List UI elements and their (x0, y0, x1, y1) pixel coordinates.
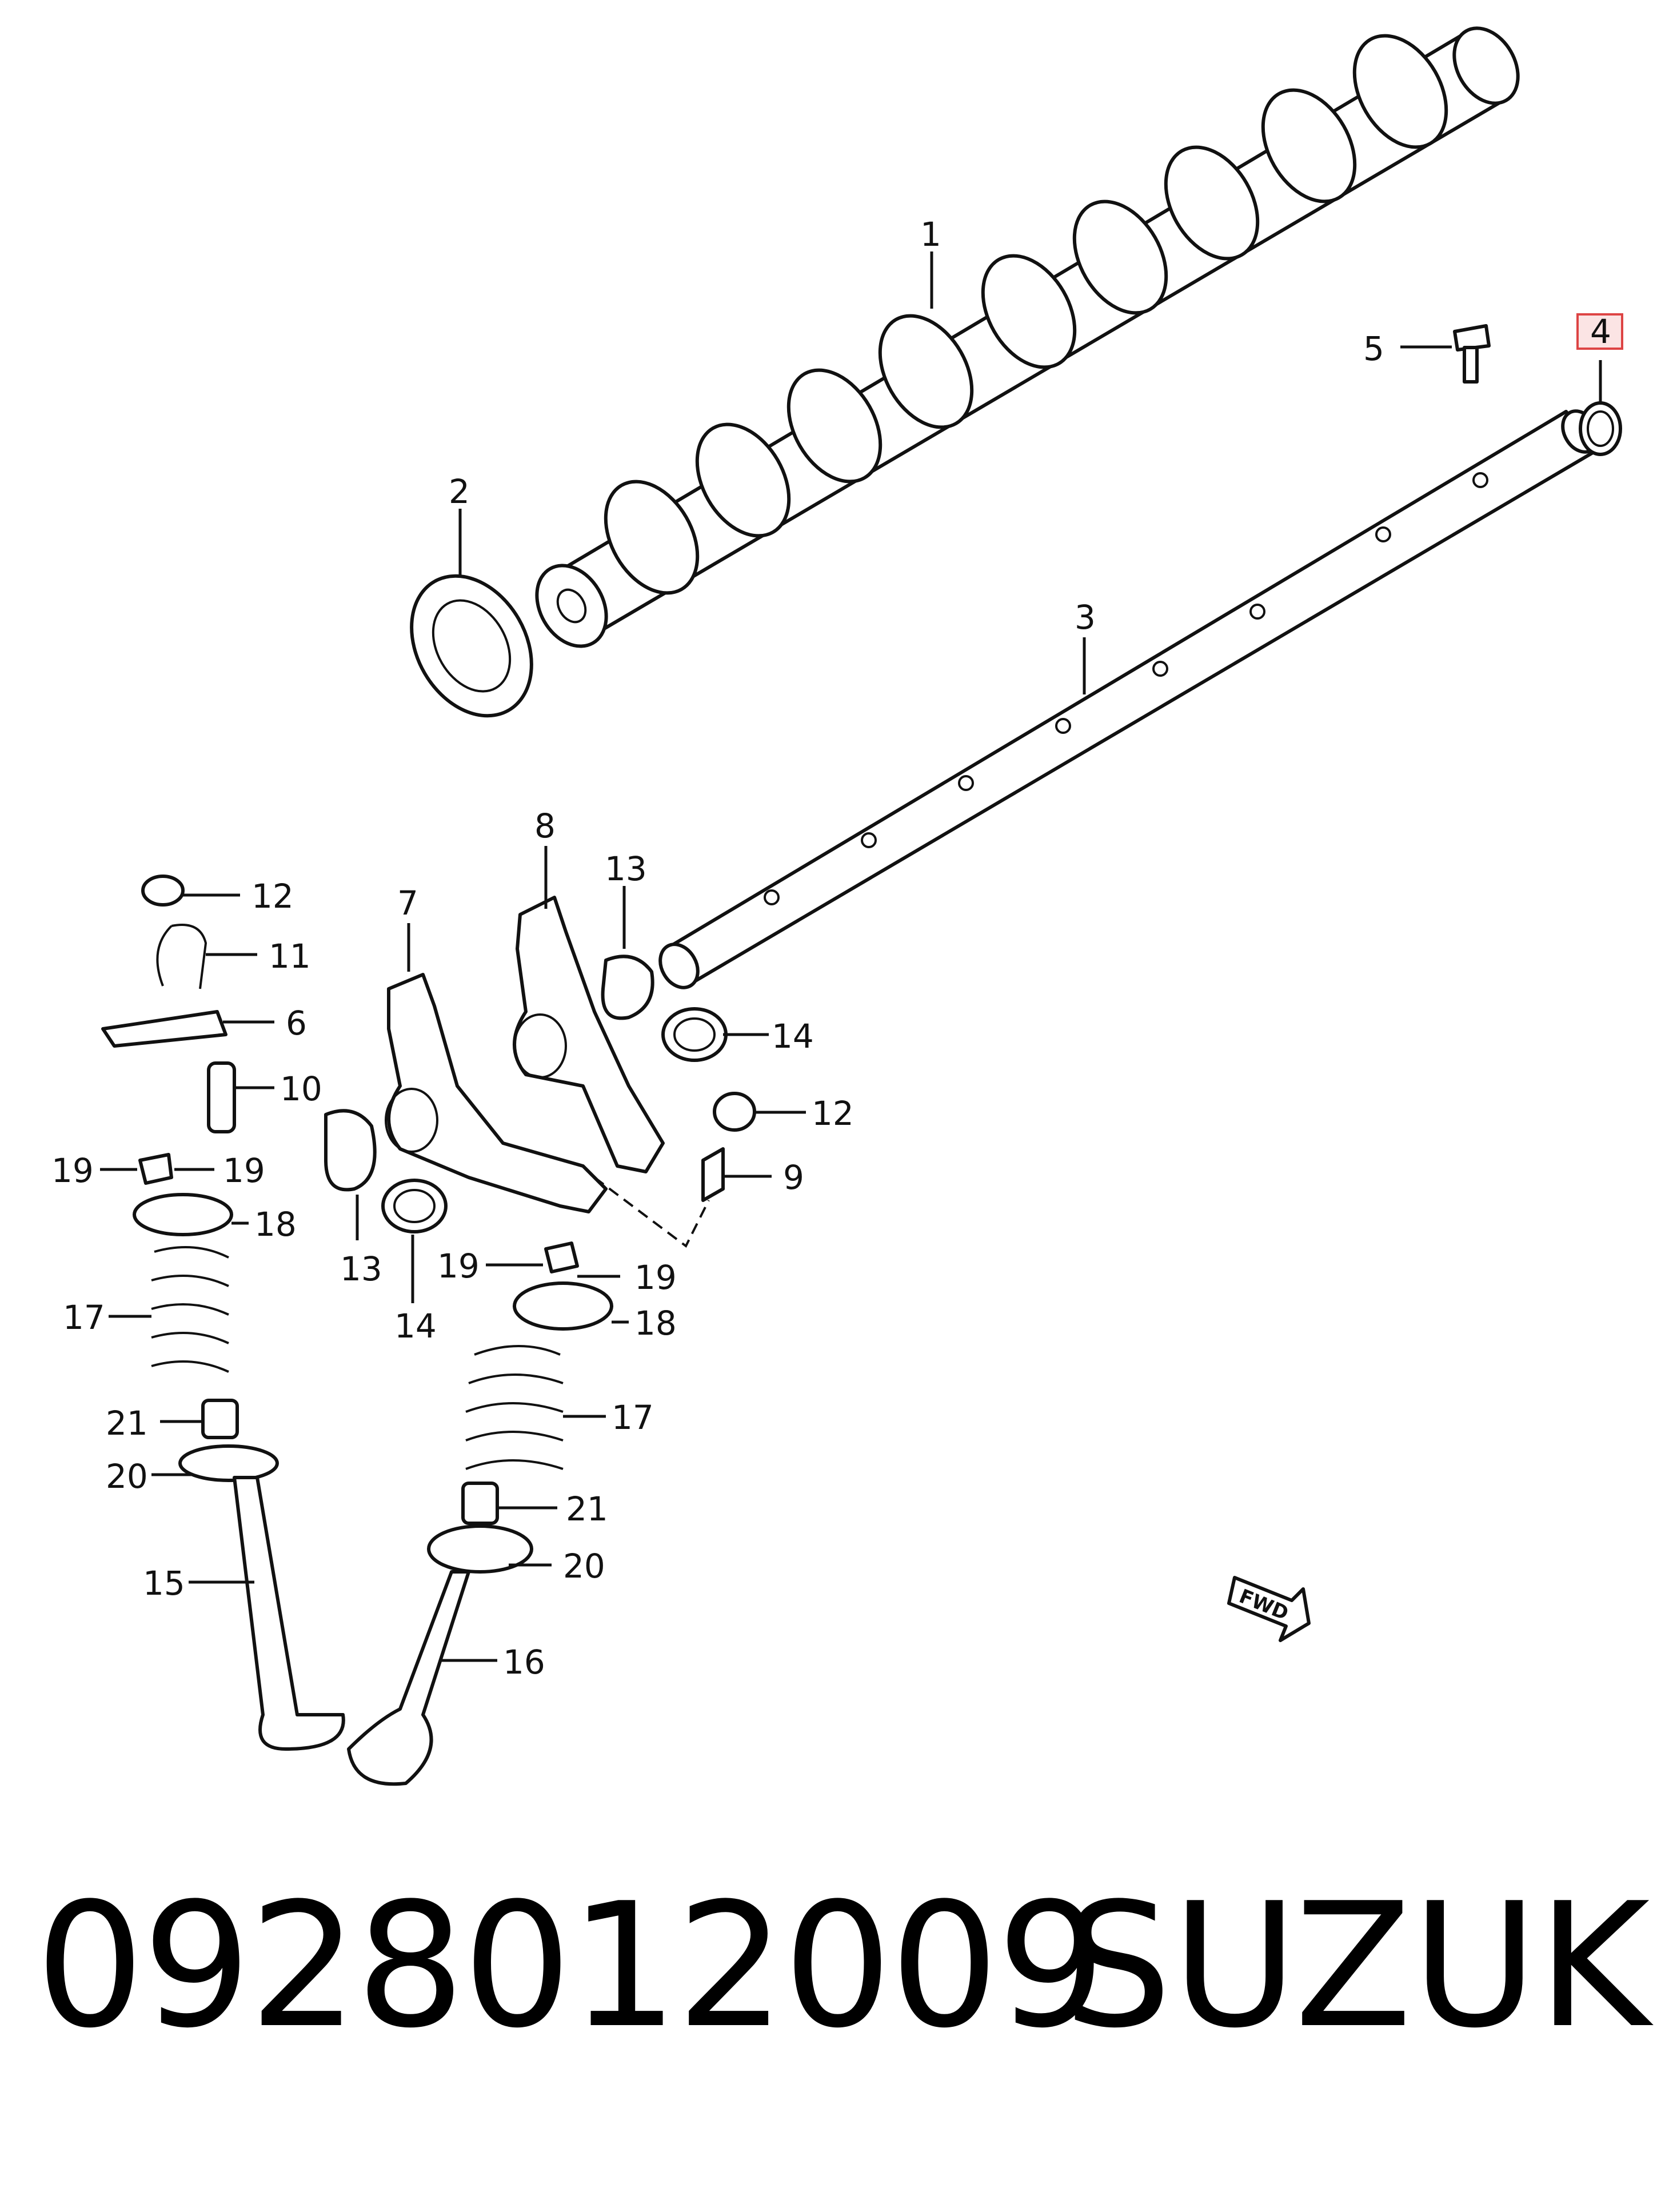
callout-5: 5 (1363, 329, 1384, 368)
callout-15: 15 (143, 1564, 185, 1603)
valve-assembly-right (347, 1241, 613, 1786)
valve-cotter-left (138, 1153, 173, 1185)
callout-18-right: 18 (634, 1304, 677, 1343)
callout-19-a: 19 (51, 1151, 94, 1190)
callout-17-left: 17 (63, 1298, 105, 1337)
valve-assembly-left (133, 1193, 345, 1751)
callout-14-left: 14 (394, 1307, 437, 1345)
camshaft (535, 26, 1520, 648)
leader-lines (100, 251, 1602, 1662)
callout-8: 8 (534, 806, 556, 845)
callout-6: 6 (286, 1004, 307, 1043)
adjusting-screw (207, 1061, 236, 1133)
rocker-arm-exhaust (513, 896, 665, 1173)
forward-direction-arrow: FWD (1227, 1576, 1311, 1642)
callout-4: 4 (1590, 312, 1611, 351)
nut-upper (141, 875, 185, 907)
alignment-line (593, 1176, 710, 1248)
spring-clip (156, 924, 207, 989)
wave-washer-right (601, 955, 654, 1020)
callout-16: 16 (503, 1643, 545, 1682)
highlight-box (1576, 313, 1623, 350)
callout-20-right: 20 (563, 1547, 605, 1586)
rocker-spring-right (661, 1007, 728, 1062)
oil-seal (410, 574, 533, 718)
callout-13-right: 13 (605, 849, 647, 888)
rocker-arm-intake (387, 973, 608, 1213)
callout-19-d: 19 (634, 1258, 677, 1297)
callout-17-right: 17 (612, 1398, 654, 1437)
callout-19-c: 19 (437, 1247, 480, 1285)
rocker-arm-bore-7 (385, 1088, 438, 1153)
callout-7: 7 (397, 884, 418, 923)
callout-1: 1 (920, 215, 941, 254)
o-ring-inner (1587, 410, 1614, 447)
callout-13-left: 13 (340, 1249, 382, 1288)
bolt (1453, 324, 1491, 384)
callout-14-right: 14 (772, 1017, 814, 1056)
exploded-parts-diagram: FWD 1 2 (51, 26, 1623, 1786)
callout-labels: 1 2 3 4 5 6 7 8 9 10 11 12 12 13 13 14 1… (51, 215, 1611, 1682)
rocker-arm-bore-8 (513, 1013, 567, 1079)
callout-2: 2 (449, 472, 470, 511)
callout-20-left: 20 (106, 1457, 148, 1496)
nut-right (713, 1092, 756, 1132)
callout-12-right: 12 (812, 1094, 854, 1133)
wave-washer-left (324, 1109, 377, 1192)
callout-9: 9 (783, 1158, 804, 1197)
adjusting-screw-right (701, 1147, 725, 1202)
callout-21-left: 21 (106, 1404, 148, 1443)
callout-21-right: 21 (566, 1490, 608, 1528)
callout-19-b: 19 (223, 1151, 265, 1190)
callout-11: 11 (269, 937, 311, 976)
part-number: 0928012009 (35, 1866, 1106, 2066)
rocker-spring-left (381, 1179, 448, 1233)
rocker-arm-small (101, 1010, 227, 1048)
callout-10: 10 (280, 1069, 322, 1108)
callout-18-left: 18 (254, 1205, 297, 1244)
brand-name: SUZUKI (1063, 1866, 1665, 2066)
callout-3: 3 (1075, 598, 1096, 637)
callout-12-upper: 12 (251, 877, 294, 916)
